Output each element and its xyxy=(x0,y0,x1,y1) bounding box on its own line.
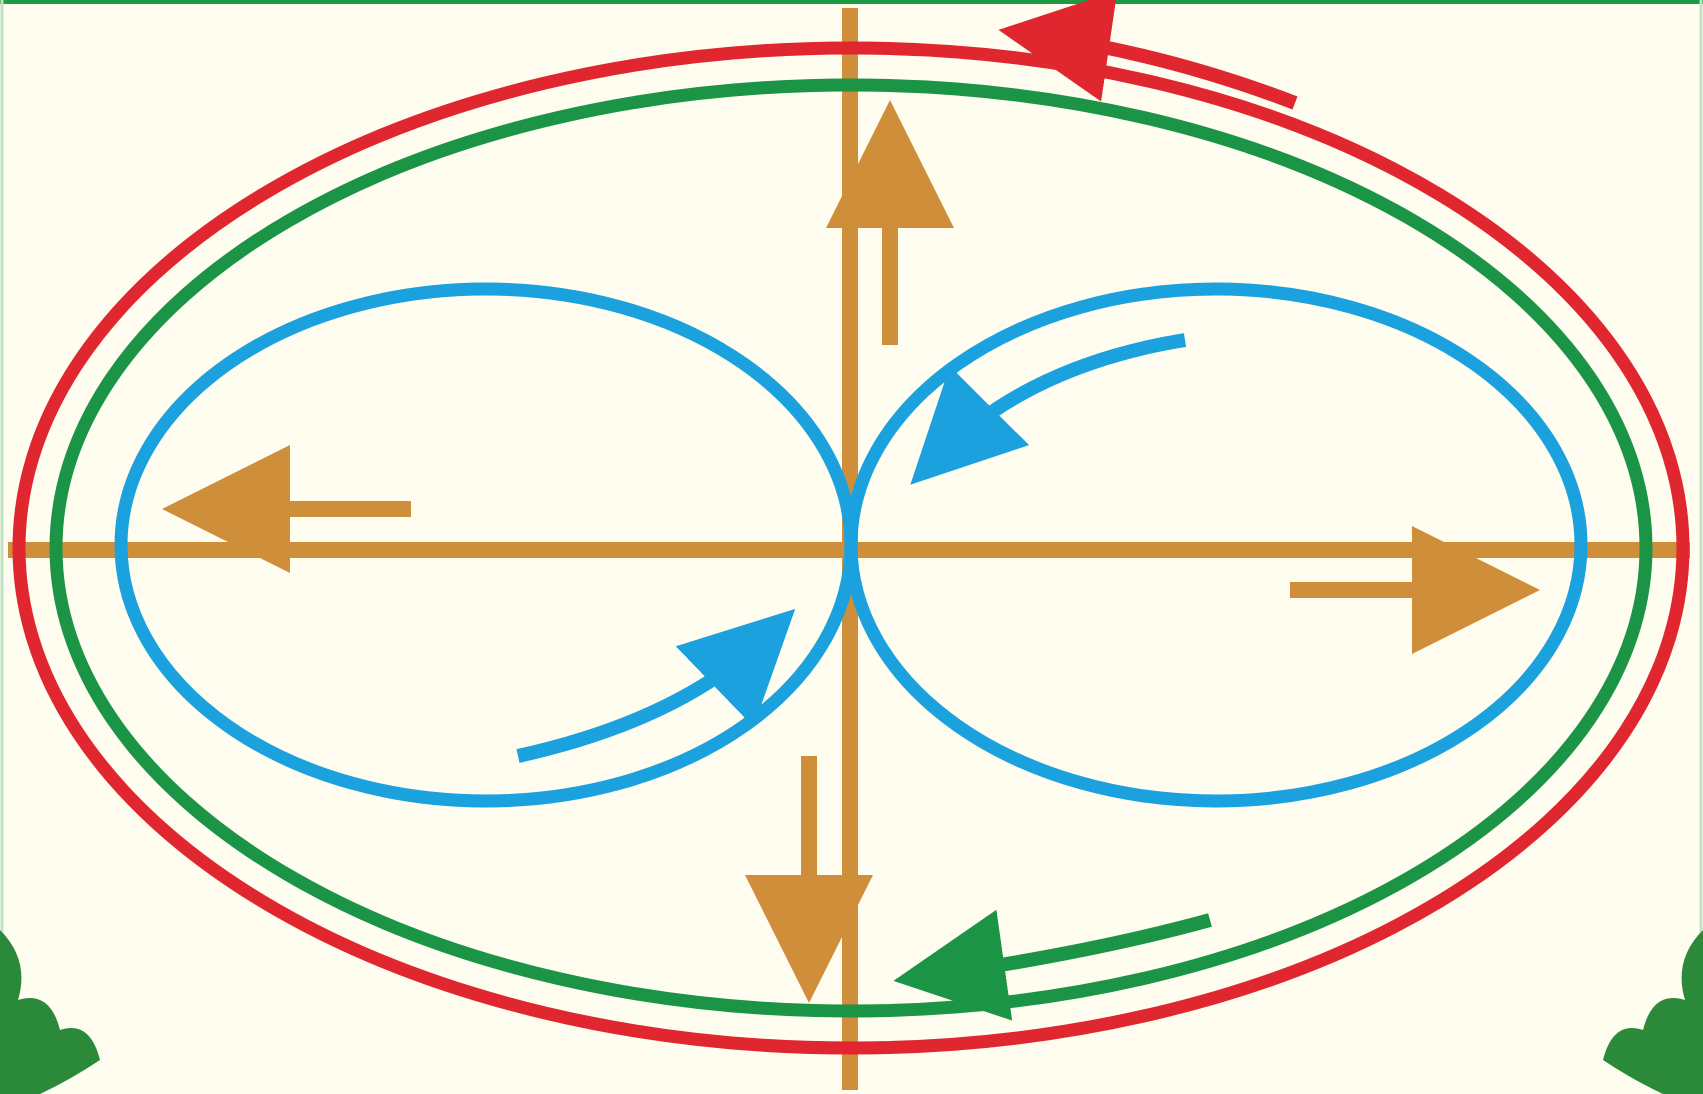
corner-ornament-bottom-right xyxy=(1603,930,1703,1094)
corner-ornament-bottom-left xyxy=(0,930,100,1094)
